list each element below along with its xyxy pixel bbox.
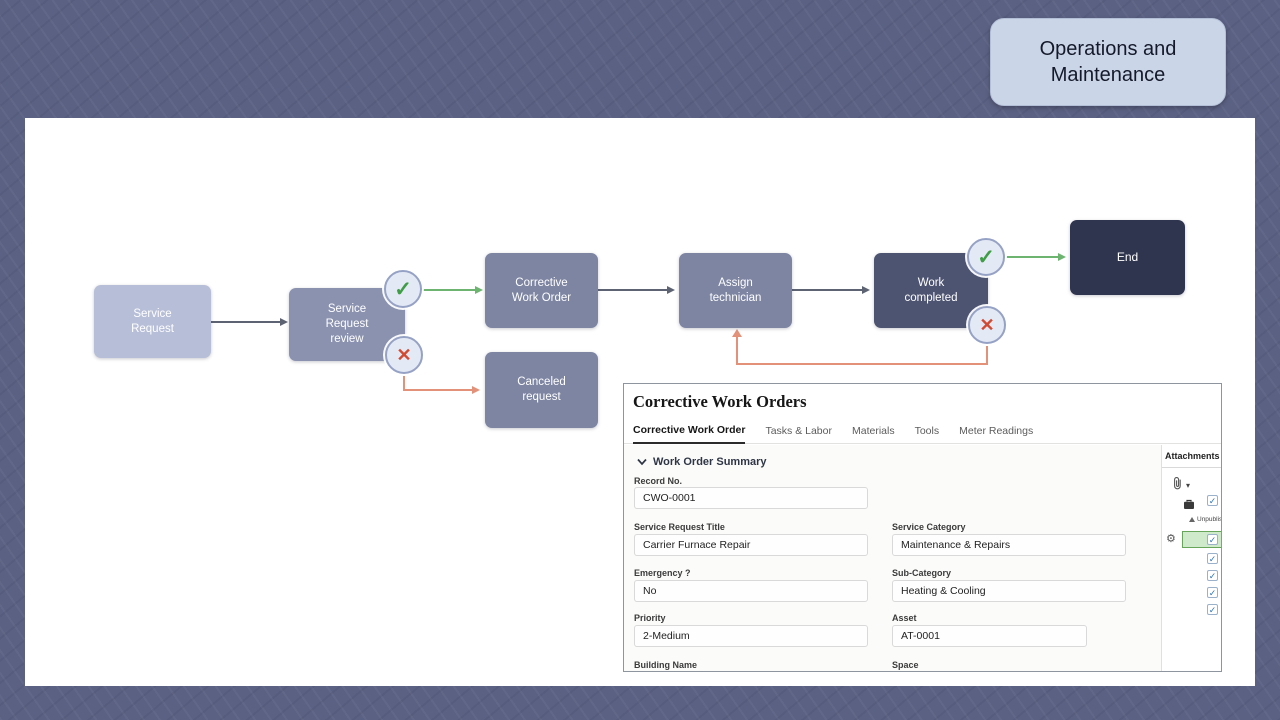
record-no-label: Record No.	[634, 476, 683, 486]
arrowhead-icon	[862, 286, 870, 294]
attachment-checkbox[interactable]: ✓	[1207, 553, 1218, 564]
attachments-title: Attachments	[1165, 451, 1220, 461]
sub-category-field[interactable]	[892, 580, 1126, 602]
service-request-title-label: Service Request Title	[634, 522, 725, 532]
emergency-label: Emergency ?	[634, 568, 691, 578]
flow-node-label: Service Request	[131, 307, 174, 335]
service-category-field[interactable]	[892, 534, 1126, 556]
review-approved-badge: ✓	[384, 270, 422, 308]
asset-label: Asset	[892, 613, 917, 623]
sub-category-label: Sub-Category	[892, 568, 952, 578]
tab-tasks-and-labor[interactable]: Tasks & Labor	[765, 425, 832, 437]
form-tabbar: Corrective Work Order Tasks & Labor Mate…	[624, 422, 1221, 444]
flow-node-label: Assign technician	[709, 276, 762, 304]
attach-dropdown-caret-icon[interactable]: ▾	[1186, 481, 1191, 490]
slide-content-panel: Service Request Service Request review C…	[25, 118, 1255, 686]
emergency-field[interactable]	[634, 580, 868, 602]
connector-rejected-to-canceled	[403, 376, 472, 391]
flow-node-corrective-work-order: Corrective Work Order	[485, 253, 598, 328]
tab-materials[interactable]: Materials	[851, 425, 895, 437]
window-title: Corrective Work Orders	[633, 392, 807, 411]
check-icon: ✓	[977, 245, 995, 269]
record-no-field[interactable]	[634, 487, 868, 509]
attachment-checkbox[interactable]: ✓	[1207, 534, 1218, 545]
slide-title-badge: Operations and Maintenance	[990, 18, 1226, 106]
corrective-work-orders-window: Corrective Work Orders Corrective Work O…	[623, 383, 1222, 672]
flow-node-canceled-request: Canceled request	[485, 352, 598, 428]
gear-icon[interactable]: ⚙	[1166, 533, 1176, 545]
flow-node-label: Service Request review	[325, 303, 369, 345]
flow-node-label: Canceled request	[517, 376, 566, 403]
flow-node-service-request: Service Request	[94, 285, 211, 358]
attachment-checkbox[interactable]: ✓	[1207, 570, 1218, 581]
divider	[1162, 467, 1221, 468]
slide-title-text: Operations and Maintenance	[1039, 38, 1177, 86]
review-rejected-badge: ✕	[385, 336, 423, 374]
flow-node-label: Corrective Work Order	[511, 276, 572, 304]
tab-meter-readings[interactable]: Meter Readings	[959, 425, 1034, 437]
priority-label: Priority	[634, 613, 666, 623]
asset-field[interactable]	[892, 625, 1087, 647]
attachment-checkbox[interactable]: ✓	[1207, 495, 1218, 506]
attachment-checkbox[interactable]: ✓	[1207, 587, 1218, 598]
arrowhead-icon	[1058, 253, 1066, 261]
service-request-title-field[interactable]	[634, 534, 868, 556]
work-order-summary-header: Work Order Summary	[637, 456, 767, 468]
attachments-panel: Attachments ▾ ✓ Unpublish ⚙ ✓ ✓ ✓ ✓ ✓	[1161, 445, 1222, 671]
service-category-label: Service Category	[892, 522, 966, 532]
tab-corrective-work-order[interactable]: Corrective Work Order	[633, 424, 746, 444]
completed-success-badge: ✓	[967, 238, 1005, 276]
arrowhead-icon	[280, 318, 288, 326]
arrowhead-icon	[472, 386, 480, 394]
arrowhead-icon	[667, 286, 675, 294]
cross-icon: ✕	[979, 314, 995, 335]
flow-node-label: End	[1116, 250, 1139, 264]
section-title: Work Order Summary	[653, 456, 767, 468]
connector-incomplete-loop	[736, 336, 988, 365]
chevron-down-icon[interactable]	[637, 458, 647, 466]
unpublish-label: Unpublish	[1197, 516, 1222, 523]
cross-icon: ✕	[396, 344, 412, 365]
paperclip-icon[interactable]	[1171, 476, 1184, 491]
flow-node-label: Work completed	[904, 276, 958, 304]
completed-failed-badge: ✕	[968, 306, 1006, 344]
flow-node-assign-technician: Assign technician	[679, 253, 792, 328]
arrowhead-icon	[475, 286, 483, 294]
priority-field[interactable]	[634, 625, 868, 647]
briefcase-icon[interactable]	[1183, 499, 1195, 510]
check-icon: ✓	[394, 277, 412, 301]
arrowhead-icon	[732, 329, 742, 337]
tab-tools[interactable]: Tools	[914, 425, 940, 437]
attachment-checkbox[interactable]: ✓	[1207, 604, 1218, 615]
flow-node-end: End	[1070, 220, 1185, 295]
building-name-label: Building Name	[634, 660, 698, 670]
space-label: Space	[892, 660, 919, 670]
expand-triangle-icon[interactable]	[1189, 517, 1195, 522]
unpublish-row: Unpublish	[1189, 516, 1222, 523]
